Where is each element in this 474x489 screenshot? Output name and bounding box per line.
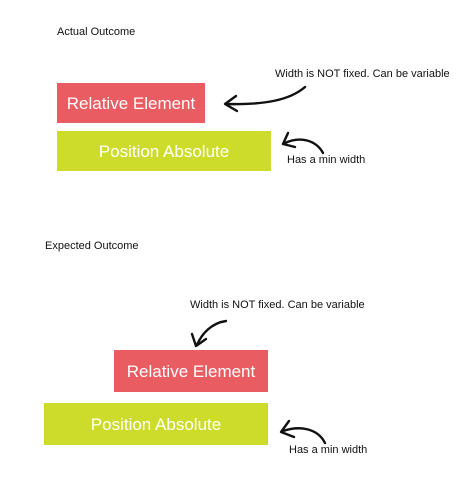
expected-width-note: Width is NOT fixed. Can be variable: [190, 299, 365, 311]
expected-relative-element-label: Relative Element: [126, 361, 256, 381]
actual-min-width-arrow-icon: [281, 131, 325, 155]
actual-relative-element-label: Relative Element: [66, 93, 196, 113]
actual-width-note: Width is NOT fixed. Can be variable: [275, 68, 450, 80]
actual-min-width-note: Has a min width: [287, 154, 366, 166]
actual-position-absolute-label: Position Absolute: [98, 141, 230, 161]
expected-min-width-arrow-icon: [279, 419, 327, 445]
expected-position-absolute-label: Position Absolute: [90, 414, 222, 434]
actual-outcome-heading: Actual Outcome: [57, 26, 136, 38]
actual-position-absolute: Position Absolute: [57, 131, 271, 171]
expected-relative-element: Relative Element: [114, 350, 268, 392]
actual-width-arrow-icon: [223, 85, 307, 113]
actual-relative-element: Relative Element: [57, 83, 205, 123]
expected-min-width-note: Has a min width: [289, 444, 368, 456]
expected-position-absolute: Position Absolute: [44, 403, 268, 445]
expected-outcome-heading: Expected Outcome: [45, 240, 139, 252]
expected-width-arrow-icon: [190, 319, 228, 348]
